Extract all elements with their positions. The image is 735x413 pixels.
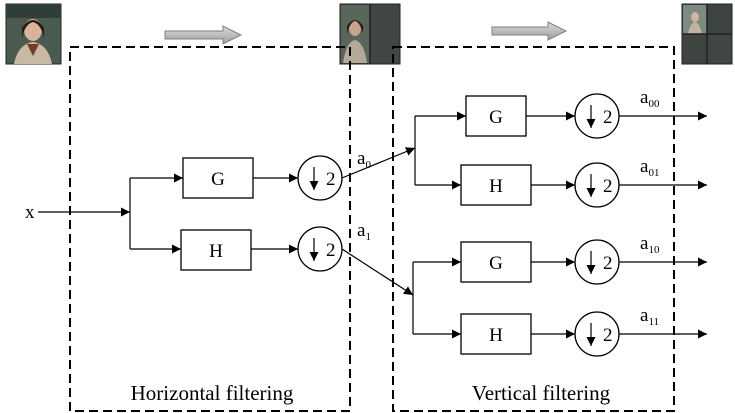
filter-h-label: H bbox=[489, 325, 503, 346]
filter-h-box bbox=[460, 313, 532, 355]
label-a0: a0 bbox=[357, 148, 371, 171]
filter-h-label: H bbox=[209, 241, 223, 262]
svg-text:2: 2 bbox=[603, 325, 613, 346]
horizontal-stage-frame bbox=[69, 46, 351, 412]
downsampler: 2 bbox=[297, 226, 343, 272]
downsampler: 2 bbox=[574, 93, 620, 139]
wire bbox=[341, 248, 414, 296]
filter-h-box bbox=[180, 229, 252, 271]
downsampler: 2 bbox=[297, 155, 343, 201]
filter-g-label: G bbox=[489, 107, 503, 128]
caption-vertical-filtering: Vertical filtering bbox=[472, 381, 611, 405]
svg-text:2: 2 bbox=[326, 169, 336, 190]
filter-h-label: H bbox=[489, 176, 503, 197]
label-a11: a11 bbox=[640, 305, 659, 328]
filter-g-label: G bbox=[211, 169, 225, 190]
wire bbox=[341, 147, 416, 179]
svg-text:2: 2 bbox=[603, 253, 613, 274]
downsampler: 2 bbox=[574, 162, 620, 208]
svg-text:2: 2 bbox=[603, 176, 613, 197]
block-arrow-2 bbox=[491, 21, 568, 41]
svg-text:2: 2 bbox=[326, 240, 336, 261]
label-a01: a01 bbox=[640, 156, 659, 179]
quad-split-thumbnail bbox=[681, 3, 733, 65]
input-label: x bbox=[25, 202, 35, 223]
filter-g-box bbox=[460, 241, 532, 283]
label-a10: a10 bbox=[640, 233, 660, 256]
filter-g-label: G bbox=[489, 253, 503, 274]
original-image-thumbnail bbox=[5, 3, 62, 65]
filter-h-box bbox=[460, 164, 532, 206]
vertical-stage-frame bbox=[392, 46, 675, 412]
label-a00: a00 bbox=[640, 87, 660, 110]
caption-horizontal-filtering: Horizontal filtering bbox=[131, 381, 294, 405]
block-arrow-1 bbox=[164, 25, 243, 45]
downsampler: 2 bbox=[574, 239, 620, 285]
downsampler: 2 bbox=[574, 311, 620, 357]
svg-text:2: 2 bbox=[603, 107, 613, 128]
label-a1: a1 bbox=[357, 220, 371, 243]
